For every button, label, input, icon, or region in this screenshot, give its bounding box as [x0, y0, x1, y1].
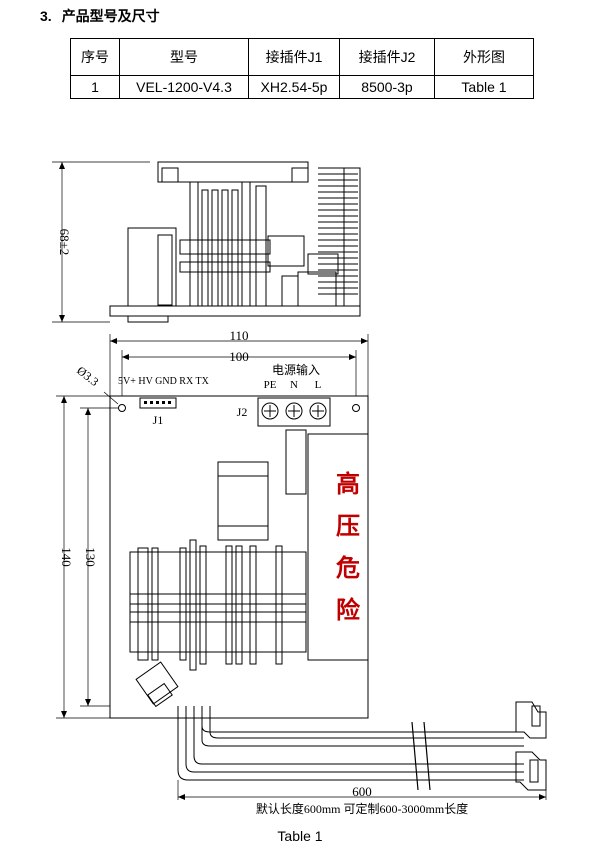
dimension-drawing: 68±2 110 100 [52, 161, 547, 816]
board-outline [109, 395, 369, 719]
dim-130-label: 130 [83, 547, 98, 567]
heatsink-assembly [129, 551, 307, 653]
width-dimensions [109, 334, 369, 396]
header-j2: 接插件J2 [339, 38, 435, 76]
power-input-label: 电源输入 [272, 362, 320, 377]
width-110-label: 110 [229, 328, 248, 343]
cell-model: VEL-1200-V4.3 [119, 75, 249, 99]
terminal-pe-label: PE [264, 379, 277, 391]
cell-j1: XH2.54-5p [248, 75, 340, 99]
cable [177, 701, 547, 791]
height-dimension-label: 68±2 [57, 229, 72, 256]
j2-label: J2 [237, 405, 248, 419]
cell-index: 1 [70, 75, 120, 99]
section-title: 产品型号及尺寸 [61, 8, 160, 24]
j1-pin-labels: 5V+ HV GND RX TX [118, 376, 210, 387]
cell-j2: 8500-3p [339, 75, 435, 99]
warning-char: 压 [336, 514, 360, 540]
warning-char: 危 [336, 554, 360, 582]
header-j1: 接插件J1 [248, 38, 340, 76]
cable-connector [515, 701, 547, 739]
section-heading: 3. 产品型号及尺寸 [40, 6, 170, 26]
dim-140-label: 140 [59, 547, 74, 567]
cable-length-dimension [177, 780, 547, 800]
table-row: 1 VEL-1200-V4.3 XH2.54-5p 8500-3p Table … [70, 75, 534, 99]
cell-outline: Table 1 [434, 75, 534, 99]
header-outline: 外形图 [434, 38, 534, 76]
top-view [109, 395, 369, 719]
warning-char: 高 [336, 470, 360, 498]
high-voltage-zone [307, 433, 369, 661]
cable-length-note: 默认长度600mm 可定制600-3000mm长度 [256, 801, 468, 816]
cable-length-label: 600 [352, 784, 372, 799]
spec-table: 序号 型号 接插件J1 接插件J2 外形图 1 VEL-1200-V4.3 XH… [70, 38, 534, 99]
header-model: 型号 [119, 38, 249, 76]
hole-callout-line [103, 391, 119, 405]
j2-terminal-block [257, 397, 331, 427]
terminal-screw [261, 402, 327, 420]
figure-caption: Table 1 [277, 828, 323, 844]
table-header-row: 序号 型号 接插件J1 接插件J2 外形图 [70, 38, 534, 76]
j1-label: J1 [153, 413, 164, 427]
terminal-n-label: N [290, 379, 298, 391]
section-number: 3. [40, 8, 52, 24]
side-view [52, 161, 361, 323]
mounting-hole [352, 404, 360, 412]
terminal-l-label: L [315, 379, 322, 391]
warning-char: 险 [336, 596, 361, 624]
mounting-hole [118, 404, 126, 412]
transformer [217, 461, 269, 541]
width-100-label: 100 [229, 349, 249, 364]
header-index: 序号 [70, 38, 120, 76]
hole-diameter-label: Ø3.3 [74, 363, 101, 389]
cable-connector [515, 751, 547, 791]
height-dimensions [56, 395, 118, 719]
j1-connector [139, 397, 177, 409]
warning-text: 高 压 危 险 [336, 470, 361, 624]
